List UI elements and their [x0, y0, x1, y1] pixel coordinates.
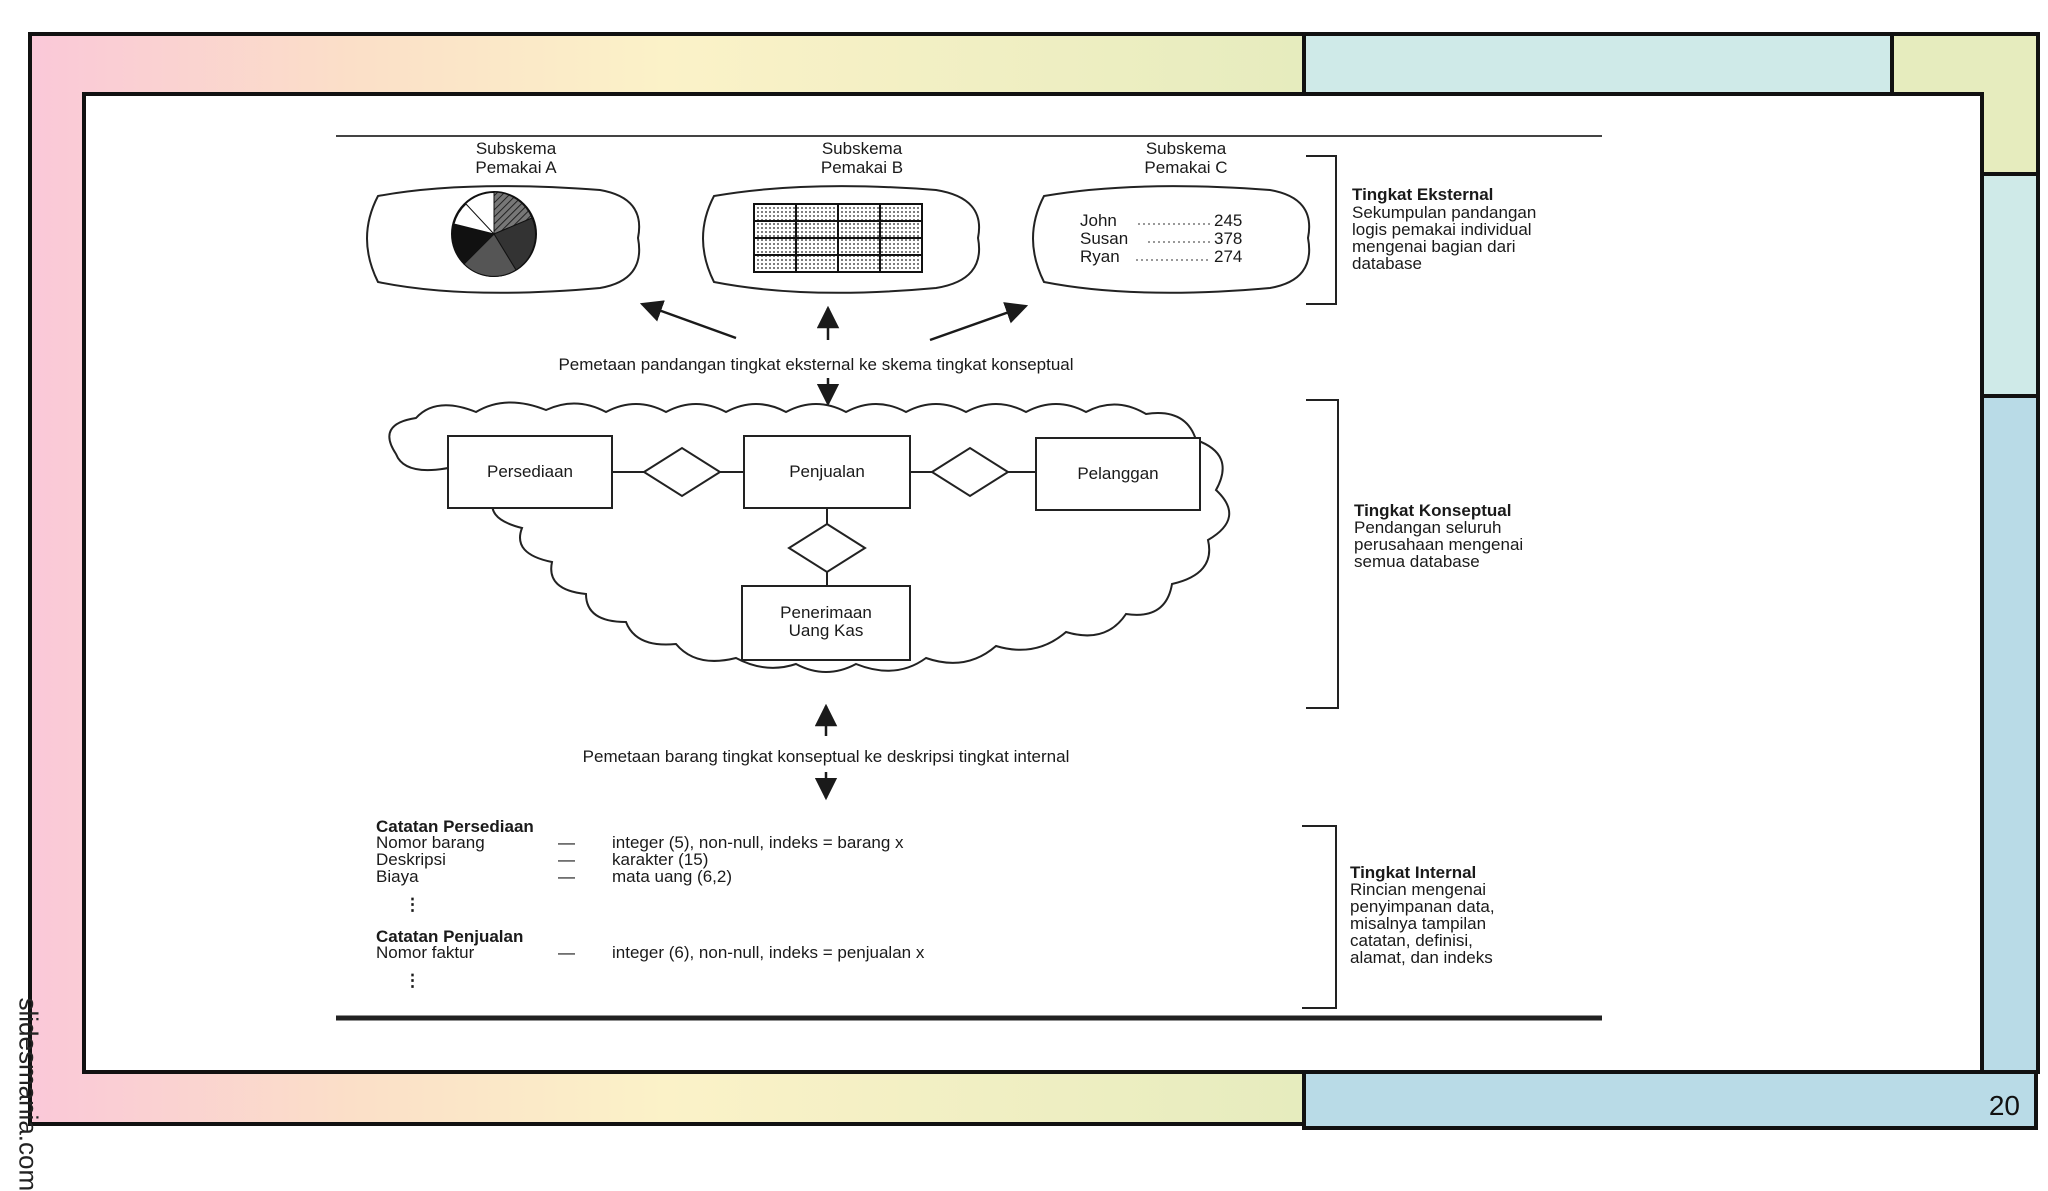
internal-desc-5: alamat, dan indeks [1350, 948, 1493, 967]
arrow-to-subschema-c [929, 302, 1029, 342]
entity-pelanggan-box [1035, 437, 1201, 511]
slide-frame-right-bottom [1980, 394, 2040, 1074]
record-1-field-1-dash: — [558, 833, 575, 852]
subschema-a-label-1: Subskema [476, 139, 557, 158]
record-1-field-1-desc: integer (5), non-null, indeks = barang x [612, 833, 904, 852]
conceptual-desc-3: semua database [1354, 552, 1480, 571]
subschema-c-label-1: Subskema [1146, 139, 1227, 158]
external-desc-2: logis pemakai individual [1352, 220, 1532, 239]
internal-desc-3: misalnya tampilan [1350, 914, 1486, 933]
record-1-field-3-dash: — [558, 867, 575, 886]
record-1-field-1-name: Nomor barang [376, 833, 485, 852]
internal-level-title: Tingkat Internal [1350, 863, 1476, 882]
table-grid-icon [753, 203, 923, 273]
entity-penjualan-box [743, 435, 911, 509]
bracket-external [1306, 155, 1337, 305]
entity-penerimaan-label-2: Uang Kas [789, 621, 864, 640]
conceptual-level-title: Tingkat Konseptual [1354, 501, 1511, 520]
database-architecture-figure: Subskema Pemakai A Subskema Pemakai B Su… [336, 135, 1602, 1021]
list-c-value-3: 274 [1214, 247, 1242, 266]
record-2-title: Catatan Penjualan [376, 927, 523, 946]
record-2-field-1-dash: — [558, 943, 575, 962]
list-c-name-3: Ryan [1080, 247, 1120, 266]
bracket-internal [1302, 825, 1337, 1009]
watermark: slidesmania.com [13, 997, 44, 1191]
slide-frame-right-top [1980, 172, 2040, 398]
arrow-to-subschema-a [639, 300, 737, 340]
pie-chart-icon [451, 191, 537, 277]
internal-desc-4: catatan, definisi, [1350, 931, 1473, 950]
internal-desc-2: penyimpanan data, [1350, 897, 1495, 916]
entity-penerimaan-label-1: Penerimaan [780, 603, 872, 622]
slide-frame-blue-bottom [1302, 1068, 2038, 1130]
subschema-b-label-2: Pemakai B [821, 158, 903, 177]
page-number: 20 [1988, 1090, 2020, 1121]
bracket-conceptual [1306, 399, 1339, 709]
subschema-a-label-2: Pemakai A [475, 158, 557, 177]
entity-penjualan-label: Penjualan [789, 462, 865, 481]
external-level-title: Tingkat Eksternal [1352, 185, 1493, 204]
record-1-field-2-dash: — [558, 850, 575, 869]
conceptual-desc-1: Pendangan seluruh [1354, 518, 1501, 537]
external-desc-1: Sekumpulan pandangan [1352, 203, 1536, 222]
record-1-field-3-desc: mata uang (6,2) [612, 867, 732, 886]
list-c-name-1: John [1080, 211, 1117, 230]
subschema-c-shape [1032, 185, 1311, 294]
mapping-internal-label: Pemetaan barang tingkat konseptual ke de… [583, 747, 1070, 766]
internal-desc-1: Rincian mengenai [1350, 880, 1486, 899]
record-2-field-1-name: Nomor faktur [376, 943, 475, 962]
external-desc-3: mengenai bagian dari [1352, 237, 1516, 256]
entity-pelanggan-label: Pelanggan [1077, 464, 1158, 483]
record-1-field-3-name: Biaya [376, 867, 419, 886]
record-1-ellipsis: ⋮ [404, 895, 421, 914]
external-desc-4: database [1352, 254, 1422, 273]
list-c-value-2: 378 [1214, 229, 1242, 248]
entity-persediaan-box [447, 435, 613, 509]
slide-frame-teal-top [1302, 32, 1896, 96]
record-2-ellipsis: ⋮ [404, 971, 421, 990]
record-1-field-2-desc: karakter (15) [612, 850, 708, 869]
record-1-title: Catatan Persediaan [376, 817, 534, 836]
record-1-field-2-name: Deskripsi [376, 850, 446, 869]
subschema-c-list: John 245 Susan 378 Ryan 274 [1080, 211, 1242, 266]
mapping-external-label: Pemetaan pandangan tingkat eksternal ke … [558, 355, 1073, 374]
subschema-b-label-1: Subskema [822, 139, 903, 158]
subschema-c-label-2: Pemakai C [1144, 158, 1227, 177]
conceptual-desc-2: perusahaan mengenai [1354, 535, 1523, 554]
list-c-name-2: Susan [1080, 229, 1128, 248]
entity-persediaan-label: Persediaan [487, 462, 573, 481]
record-2-field-1-desc: integer (6), non-null, indeks = penjuala… [612, 943, 925, 962]
list-c-value-1: 245 [1214, 211, 1242, 230]
entity-penerimaan-box [741, 585, 911, 661]
